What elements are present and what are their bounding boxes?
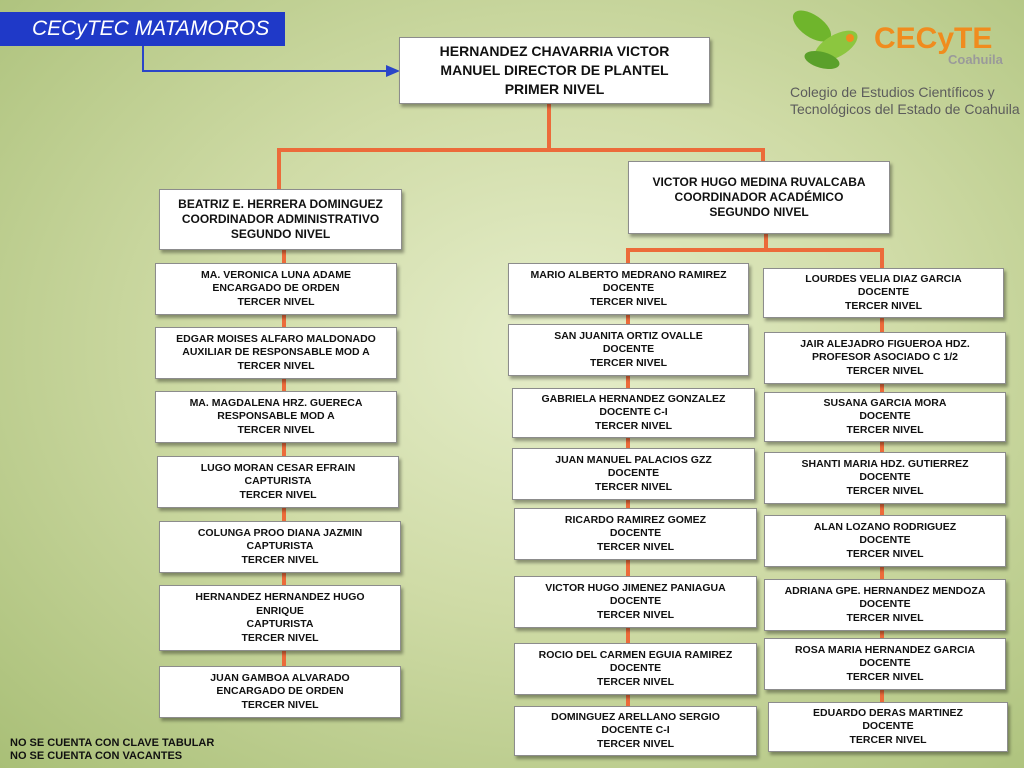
footer-note: NO SE CUENTA CON VACANTES	[10, 750, 183, 762]
connector	[764, 234, 768, 250]
footer-notes: NO SE CUENTA CON CLAVE TABULAR NO SE CUE…	[10, 737, 214, 763]
admin-coordinator-box: BEATRIZ E. HERRERA DOMINGUEZ COORDINADOR…	[159, 189, 402, 250]
director-level: PRIMER NIVEL	[504, 81, 605, 97]
academic-coordinator-role: COORDINADOR ACADÉMICO	[674, 190, 844, 204]
admin-coordinator-level: SEGUNDO NIVEL	[230, 227, 331, 241]
admin-coordinator-role: COORDINADOR ADMINISTRATIVO	[181, 212, 380, 226]
connector	[547, 104, 551, 150]
academic-coordinator-name: VICTOR HUGO MEDINA RUVALCABA	[652, 175, 866, 189]
logo-brand: CECyTE	[874, 22, 992, 55]
admin-coordinator-name: BEATRIZ E. HERRERA DOMINGUEZ	[178, 197, 383, 211]
cecyte-logo: CECyTE Coahuila	[792, 10, 1004, 70]
title-arrow-horizontal	[142, 70, 390, 72]
logo-subtitle: Colegio de Estudios Científicos y Tecnol…	[790, 84, 1020, 117]
page-title: CECyTEC MATAMOROS	[0, 12, 285, 46]
footer-note: NO SE CUENTA CON CLAVE TABULAR	[10, 737, 215, 749]
title-arrow-vertical	[142, 46, 144, 72]
logo-region: Coahuila	[948, 52, 1004, 67]
director-box: HERNANDEZ CHAVARRIA VICTOR MANUEL DIRECT…	[399, 37, 710, 104]
connector	[277, 148, 765, 152]
academic-coordinator-level: SEGUNDO NIVEL	[709, 205, 809, 219]
director-role: MANUEL DIRECTOR DE PLANTEL	[440, 62, 669, 78]
director-name: HERNANDEZ CHAVARRIA VICTOR	[439, 43, 670, 59]
academic-coordinator-box: VICTOR HUGO MEDINA RUVALCABA COORDINADOR…	[628, 161, 890, 234]
arrow-head-icon	[386, 65, 400, 77]
connector	[626, 248, 884, 252]
connector	[761, 148, 765, 162]
teacher-box: JAIR ALEJADRO FIGUEROA HDZ.PROFESOR ASOC…	[764, 332, 1006, 384]
connector	[277, 148, 281, 190]
